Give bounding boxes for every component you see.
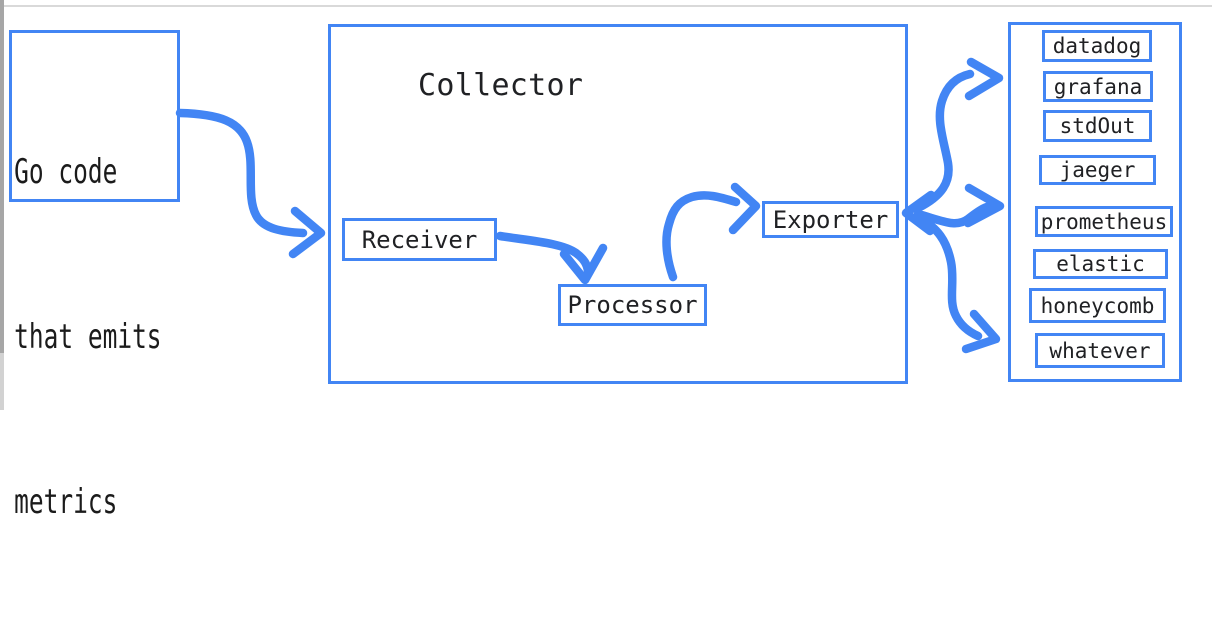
canvas: { "chrome": { "scrollbar": "vertical-scr… <box>0 0 1212 522</box>
arrowhead-source-to-receiver <box>288 206 326 259</box>
processor-label: Processor <box>567 291 698 319</box>
destination-stdout: stdOut <box>1043 110 1152 142</box>
destination-whatever: whatever <box>1035 333 1165 368</box>
destination-label: honeycomb <box>1040 293 1155 318</box>
destination-honeycomb: honeycomb <box>1029 288 1166 323</box>
source-line-2: that emits <box>14 317 162 357</box>
destination-jaeger: jaeger <box>1039 155 1156 185</box>
source-line-3: metrics <box>14 482 118 522</box>
arrowhead-exporter-to-bottom-group <box>961 309 1001 354</box>
source-line-1: Go code <box>14 152 118 192</box>
arrow-exporter-to-bottom-group <box>913 213 983 341</box>
arrowhead-fan-hub-left <box>901 190 936 236</box>
destination-prometheus: prometheus <box>1035 206 1173 237</box>
arrow-source-to-receiver <box>175 108 308 238</box>
destination-label: stdOut <box>1059 114 1136 138</box>
arrow-exporter-to-top-group <box>913 69 975 213</box>
destination-label: grafana <box>1053 74 1143 99</box>
exporter-label: Exporter <box>772 205 889 234</box>
processor-box: Processor <box>558 284 707 326</box>
destination-grafana: grafana <box>1043 71 1153 102</box>
destination-label: whatever <box>1049 338 1151 363</box>
scrollbar-thumb[interactable] <box>0 0 4 353</box>
arrowhead-exporter-to-top-group <box>964 57 1004 101</box>
destination-label: prometheus <box>1040 209 1168 234</box>
destination-label: datadog <box>1052 34 1142 58</box>
destination-label: elastic <box>1056 252 1145 276</box>
arrowhead-exporter-to-middle-group <box>963 183 1005 228</box>
collector-title: Collector <box>418 68 584 103</box>
source-code-label: Go code that emits metrics <box>12 33 162 640</box>
destination-datadog: datadog <box>1042 30 1152 62</box>
exporter-box: Exporter <box>762 201 899 238</box>
receiver-label: Receiver <box>361 225 478 254</box>
top-divider-line <box>4 5 1212 7</box>
source-code-box: Go code that emits metrics <box>9 30 180 522</box>
arrow-exporter-to-middle-group <box>913 201 996 228</box>
destination-label: jaeger <box>1059 158 1136 182</box>
receiver-box: Receiver <box>342 218 497 261</box>
destination-elastic: elastic <box>1033 249 1168 279</box>
